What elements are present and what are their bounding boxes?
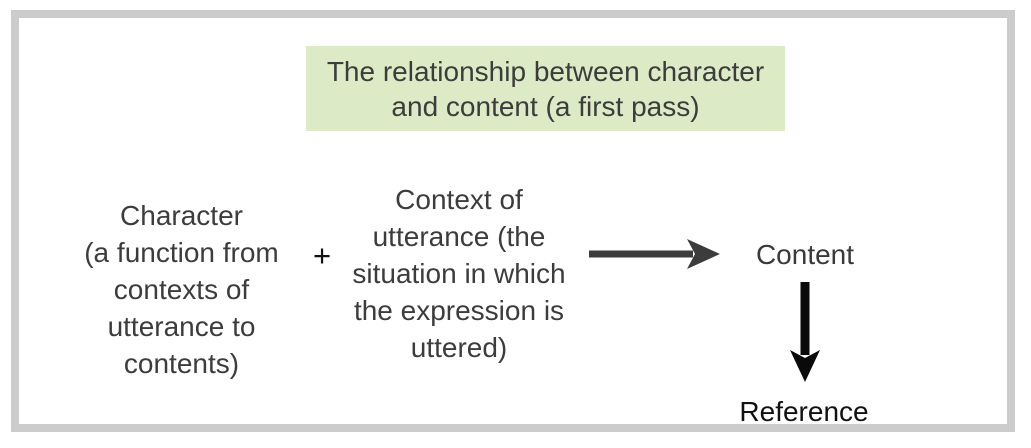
diagram-title: The relationship between character and c… bbox=[326, 55, 765, 122]
title-box: The relationship between character and c… bbox=[306, 46, 785, 131]
context-term: Context of utterance (the situation in w… bbox=[352, 184, 566, 363]
character-term: Character (a function from contexts of u… bbox=[84, 200, 279, 379]
reference-label: Reference bbox=[739, 396, 869, 427]
down-arrow-icon bbox=[790, 282, 820, 382]
diagram-frame: The relationship between character and c… bbox=[11, 10, 1015, 432]
right-arrow-icon bbox=[589, 239, 720, 269]
plus-operator: + bbox=[312, 238, 332, 273]
content-label: Content bbox=[755, 239, 855, 270]
